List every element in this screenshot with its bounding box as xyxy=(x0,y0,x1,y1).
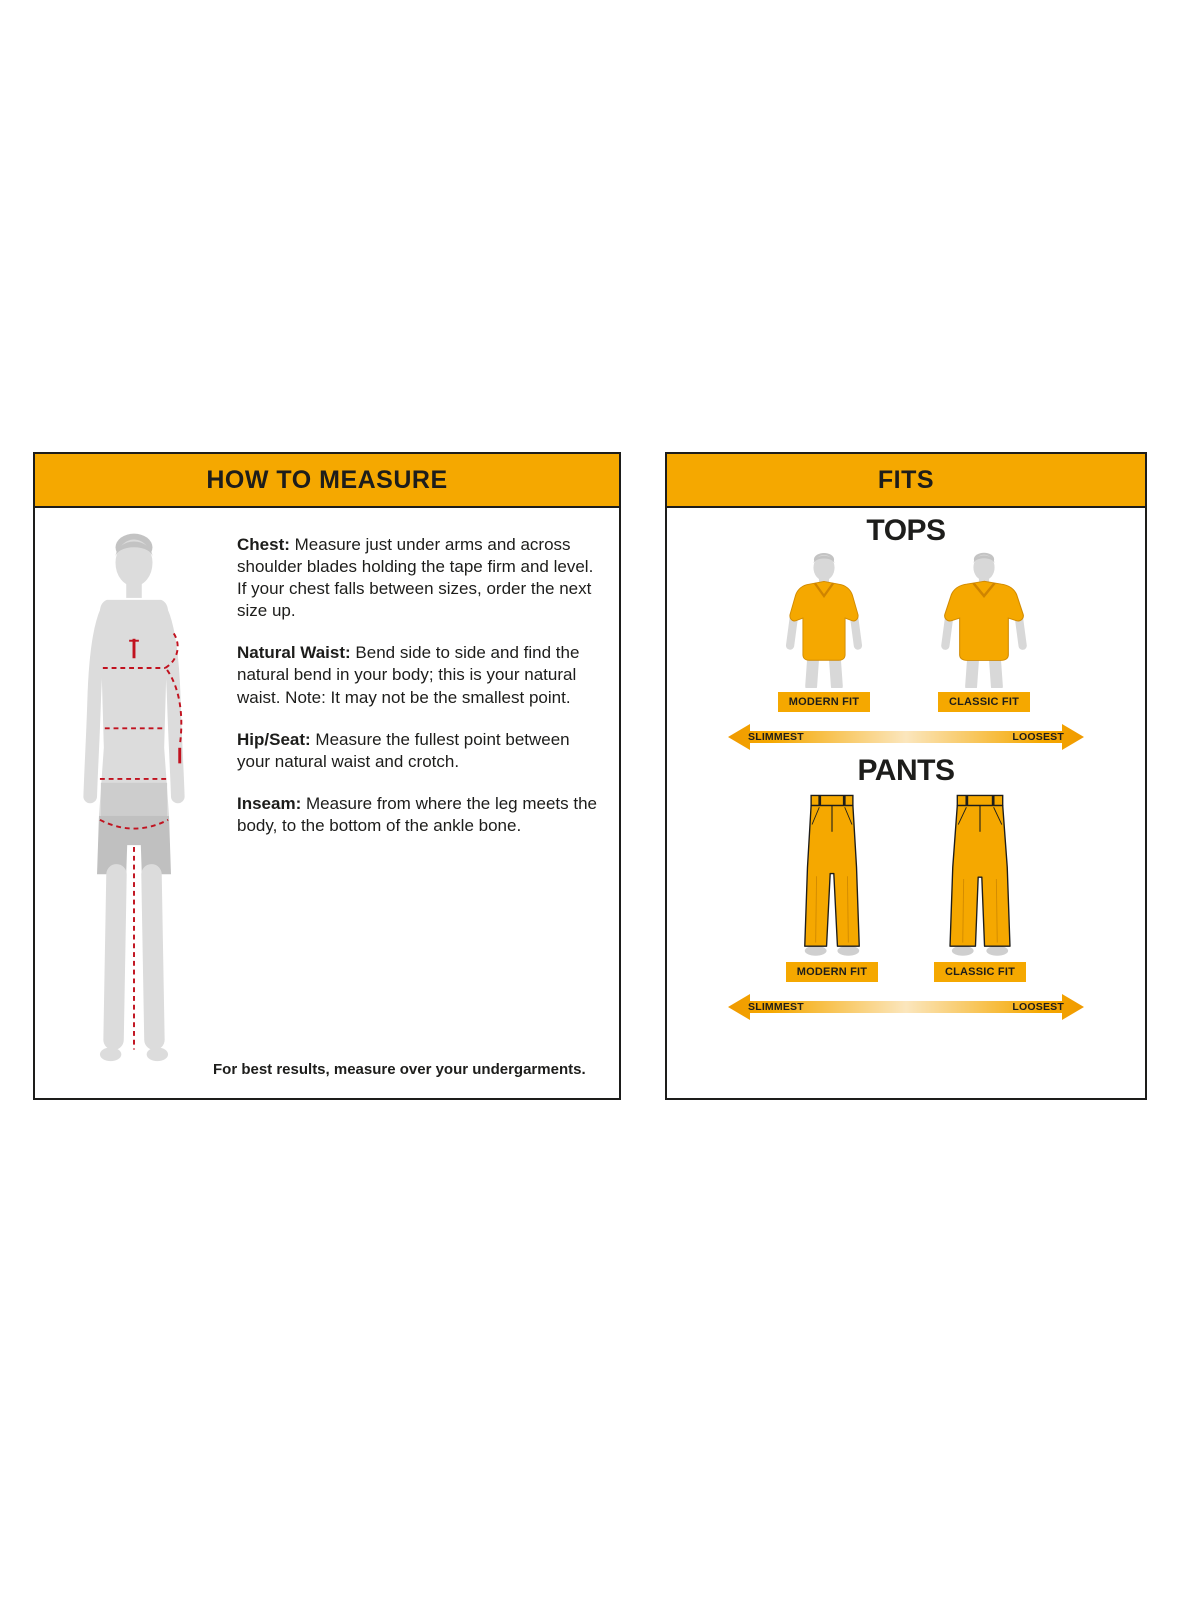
tops-figures-row: MODERN FIT xyxy=(769,550,1043,712)
tops-classic-fit-label: CLASSIC FIT xyxy=(937,692,1031,712)
measure-instructions: Chest: Measure just under arms and acros… xyxy=(233,508,619,1098)
tshirt-classic-fit-illustration xyxy=(941,552,1027,688)
fits-panel: FITS TOPS xyxy=(665,452,1147,1100)
measure-section-label: Chest: xyxy=(237,535,290,554)
tops-scale-loosest-label: LOOSEST xyxy=(1012,731,1064,743)
fits-header: FITS xyxy=(667,454,1145,508)
measure-section-text: Measure just under arms and across shoul… xyxy=(237,535,594,621)
pants-classic-fit-label: CLASSIC FIT xyxy=(933,962,1027,982)
measure-footnote: For best results, measure over your unde… xyxy=(213,1061,586,1078)
tops-scale-slimmest-label: SLIMMEST xyxy=(748,731,804,743)
tops-classic-fit-block: CLASSIC FIT xyxy=(925,550,1043,712)
pants-classic-fit-block: CLASSIC FIT xyxy=(929,790,1031,982)
measure-section-natural-waist: Natural Waist: Bend side to side and fin… xyxy=(237,642,597,708)
pants-fit-scale: SLIMMEST LOOSEST xyxy=(728,994,1084,1020)
figure-column xyxy=(35,508,233,1098)
tops-modern-fit-label: MODERN FIT xyxy=(777,692,871,712)
measure-section-label: Natural Waist: xyxy=(237,643,351,663)
pants-scale-loosest-label: LOOSEST xyxy=(1012,1001,1064,1013)
tops-fit-scale: SLIMMEST LOOSEST xyxy=(728,724,1084,750)
pants-modern-fit-block: MODERN FIT xyxy=(781,790,883,982)
how-to-measure-header: HOW TO MEASURE xyxy=(35,454,619,508)
fits-body: TOPS MODERN FIT xyxy=(667,508,1145,1098)
pants-heading: PANTS xyxy=(857,754,955,787)
measure-section-label: Inseam: xyxy=(237,793,302,813)
measure-section-text: Measure the fullest point between your n… xyxy=(237,729,570,771)
pants-fit-arrow xyxy=(728,994,1084,1020)
tshirt-modern-fit-illustration xyxy=(785,553,863,688)
pants-modern-fit-label: MODERN FIT xyxy=(785,962,879,982)
tops-fit-arrow xyxy=(728,724,1084,750)
measure-section-label: Hip/Seat: xyxy=(237,729,311,749)
pants-figures-row: MODERN FIT xyxy=(781,790,1031,982)
measure-section-text: Bend side to side and find the natural b… xyxy=(237,643,580,707)
tops-modern-fit-block: MODERN FIT xyxy=(769,550,879,712)
measure-section-text: Measure from where the leg meets the bod… xyxy=(237,793,598,835)
how-to-measure-body: Chest: Measure just under arms and acros… xyxy=(35,508,619,1098)
tops-heading: TOPS xyxy=(866,514,946,547)
pants-modern-fit-illustration xyxy=(804,794,860,956)
male-figure-illustration xyxy=(83,533,185,1062)
pants-classic-fit-illustration xyxy=(949,794,1011,956)
pants-scale-slimmest-label: SLIMMEST xyxy=(748,1001,804,1013)
measure-section-hip-seat: Hip/Seat: Measure the fullest point betw… xyxy=(237,729,597,773)
measure-section-chest: Chest: Measure just under arms and acros… xyxy=(237,534,597,622)
how-to-measure-panel: HOW TO MEASURE xyxy=(33,452,621,1100)
measure-section-inseam: Inseam: Measure from where the leg meets… xyxy=(237,793,597,837)
